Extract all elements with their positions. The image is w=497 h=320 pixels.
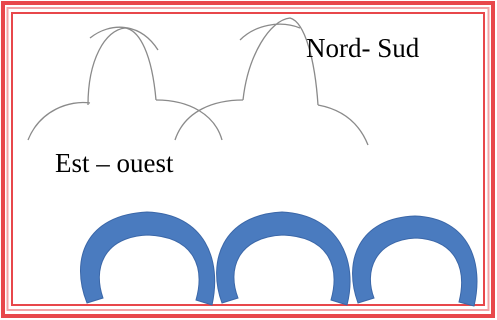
thin-arc-top-right: [242, 17, 319, 106]
label-north-south: Nord- Sud: [306, 33, 420, 63]
thin-arc-bottom-2: [155, 99, 223, 141]
thin-arc-top-right-cross: [239, 23, 301, 41]
thin-arc-bottom-4: [317, 104, 369, 146]
label-east-west: Est – ouest: [55, 148, 174, 178]
thin-arc-top-left-cross: [89, 26, 159, 51]
thick-arch-2: [216, 211, 351, 306]
thick-arch-3: [352, 215, 478, 307]
thick-arches-group: [80, 211, 478, 307]
thin-arc-bottom-3: [174, 99, 244, 141]
thin-arc-bottom-1: [27, 101, 91, 141]
inner-frame: [11, 12, 485, 306]
thin-arcs-group: [27, 17, 369, 146]
frame-gap: [6, 7, 490, 311]
thin-arc-top-left: [87, 27, 157, 106]
thick-arch-1: [80, 211, 216, 306]
